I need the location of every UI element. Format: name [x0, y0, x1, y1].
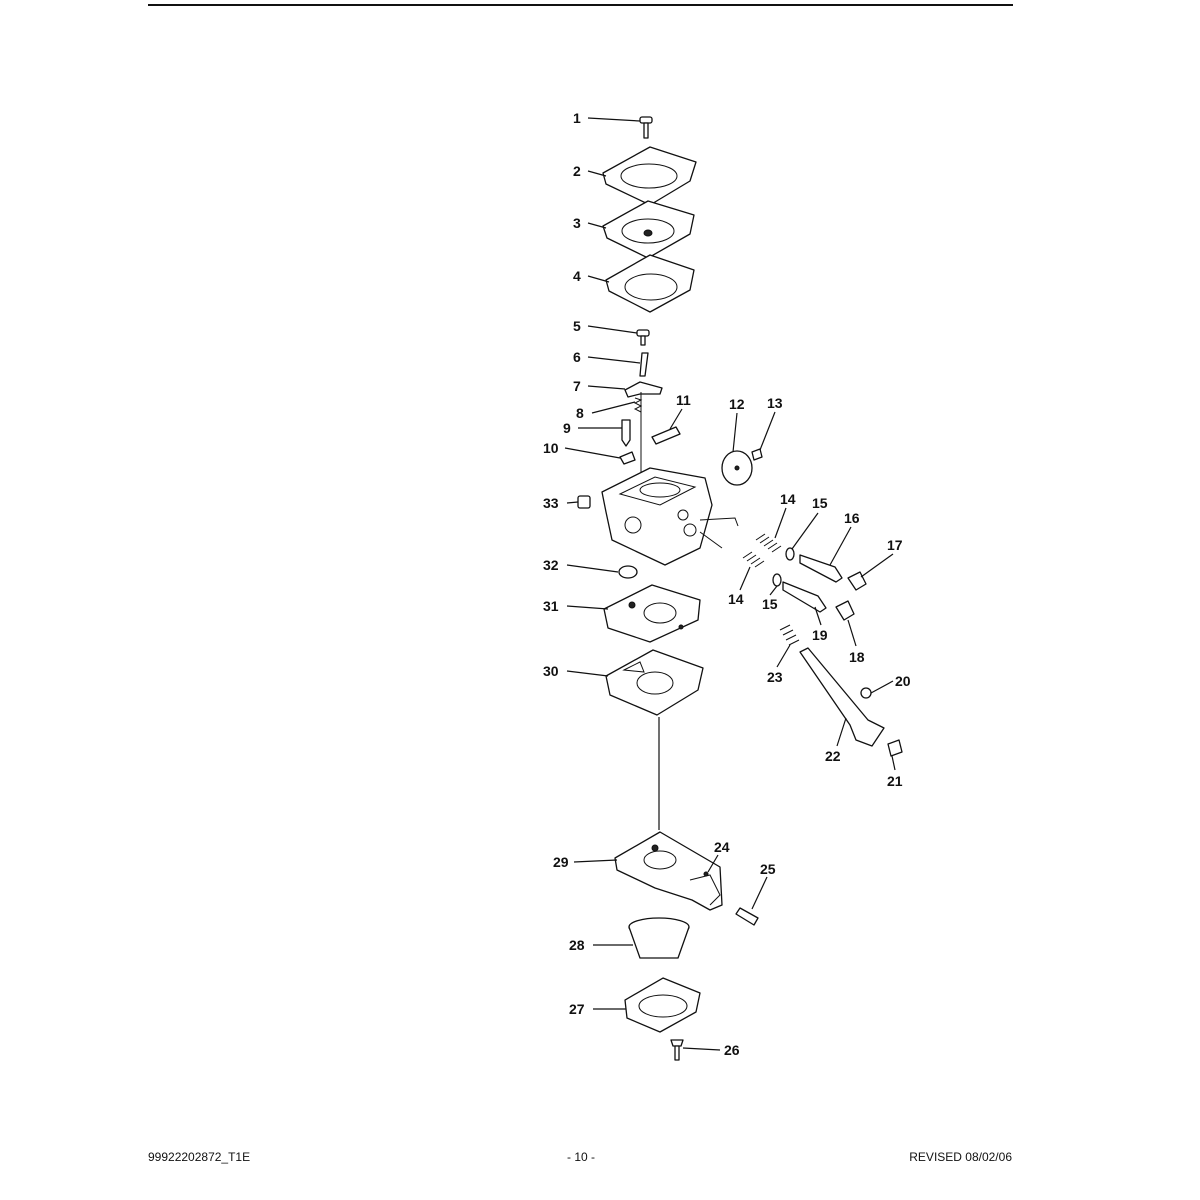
- part-12-disc: [721, 450, 753, 486]
- callout-26: 26: [724, 1042, 740, 1058]
- part-15-ring-lower: [772, 573, 782, 587]
- footer-doc-id: 99922202872_T1E: [148, 1150, 251, 1164]
- callout-9: 9: [563, 420, 571, 436]
- part-23-spring: [779, 624, 800, 646]
- part-25-screw: [735, 907, 759, 926]
- callout-19: 19: [812, 627, 828, 643]
- callout-14-upper: 14: [780, 491, 796, 507]
- callout-14-lower: 14: [728, 591, 744, 607]
- callout-24: 24: [714, 839, 730, 855]
- callout-28: 28: [569, 937, 585, 953]
- part-13-screw: [751, 448, 763, 461]
- part-20-ring: [860, 687, 872, 699]
- part-30-diaphragm: [605, 649, 704, 716]
- part-27-gasket: [624, 977, 701, 1033]
- part-3-pump-diaphragm: [602, 200, 695, 259]
- callout-13: 13: [767, 395, 783, 411]
- callout-6: 6: [573, 349, 581, 365]
- callout-4: 4: [573, 268, 581, 284]
- footer-revised-date: REVISED 08/02/06: [909, 1150, 1012, 1164]
- part-28-cup: [628, 917, 690, 959]
- callout-17: 17: [887, 537, 903, 553]
- part-14-spring-lower: [742, 551, 765, 568]
- callout-22: 22: [825, 748, 841, 764]
- callout-5: 5: [573, 318, 581, 334]
- callout-20: 20: [895, 673, 911, 689]
- part-4-gasket: [605, 254, 695, 313]
- part-24-pin: [703, 871, 709, 877]
- part-2-pump-cover: [602, 146, 697, 206]
- part-5-screw: [636, 329, 650, 346]
- callout-3: 3: [573, 215, 581, 231]
- callout-15-lower: 15: [762, 596, 778, 612]
- part-32-cap: [618, 565, 638, 579]
- callout-16: 16: [844, 510, 860, 526]
- callout-18: 18: [849, 649, 865, 665]
- callout-31: 31: [543, 598, 559, 614]
- part-15-ring-upper: [785, 547, 795, 561]
- callout-23: 23: [767, 669, 783, 685]
- part-31-plate: [603, 584, 701, 643]
- callout-33: 33: [543, 495, 559, 511]
- part-33-cap: [577, 495, 591, 509]
- part-21-screw: [887, 739, 903, 757]
- part-14-spring-upper: [755, 533, 782, 553]
- part-6-pin: [639, 352, 649, 377]
- callout-7: 7: [573, 378, 581, 394]
- callout-29: 29: [553, 854, 569, 870]
- callout-2: 2: [573, 163, 581, 179]
- callout-25: 25: [760, 861, 776, 877]
- carburetor-body: [601, 467, 739, 566]
- part-11-shaft: [651, 426, 681, 445]
- part-9-needle: [621, 419, 631, 447]
- part-18-cap: [835, 600, 855, 621]
- callout-8: 8: [576, 405, 584, 421]
- part-19-needle-low: [782, 581, 827, 613]
- callout-32: 32: [543, 557, 559, 573]
- part-10-clip: [619, 451, 636, 465]
- callout-1: 1: [573, 110, 581, 126]
- callout-12: 12: [729, 396, 745, 412]
- callout-15-upper: 15: [812, 495, 828, 511]
- part-26-screw: [670, 1039, 684, 1061]
- part-16-needle-high: [799, 554, 843, 583]
- callout-30: 30: [543, 663, 559, 679]
- callout-27: 27: [569, 1001, 585, 1017]
- part-22-lever: [799, 647, 885, 747]
- part-29-lower-body: [614, 831, 723, 911]
- part-8-spring: [633, 397, 643, 413]
- footer-page-number: - 10 -: [566, 1150, 595, 1164]
- part-1-screw: [639, 116, 653, 139]
- callout-21: 21: [887, 773, 903, 789]
- callout-10: 10: [543, 440, 559, 456]
- header-rule: [148, 4, 1013, 6]
- callout-11: 11: [676, 392, 691, 408]
